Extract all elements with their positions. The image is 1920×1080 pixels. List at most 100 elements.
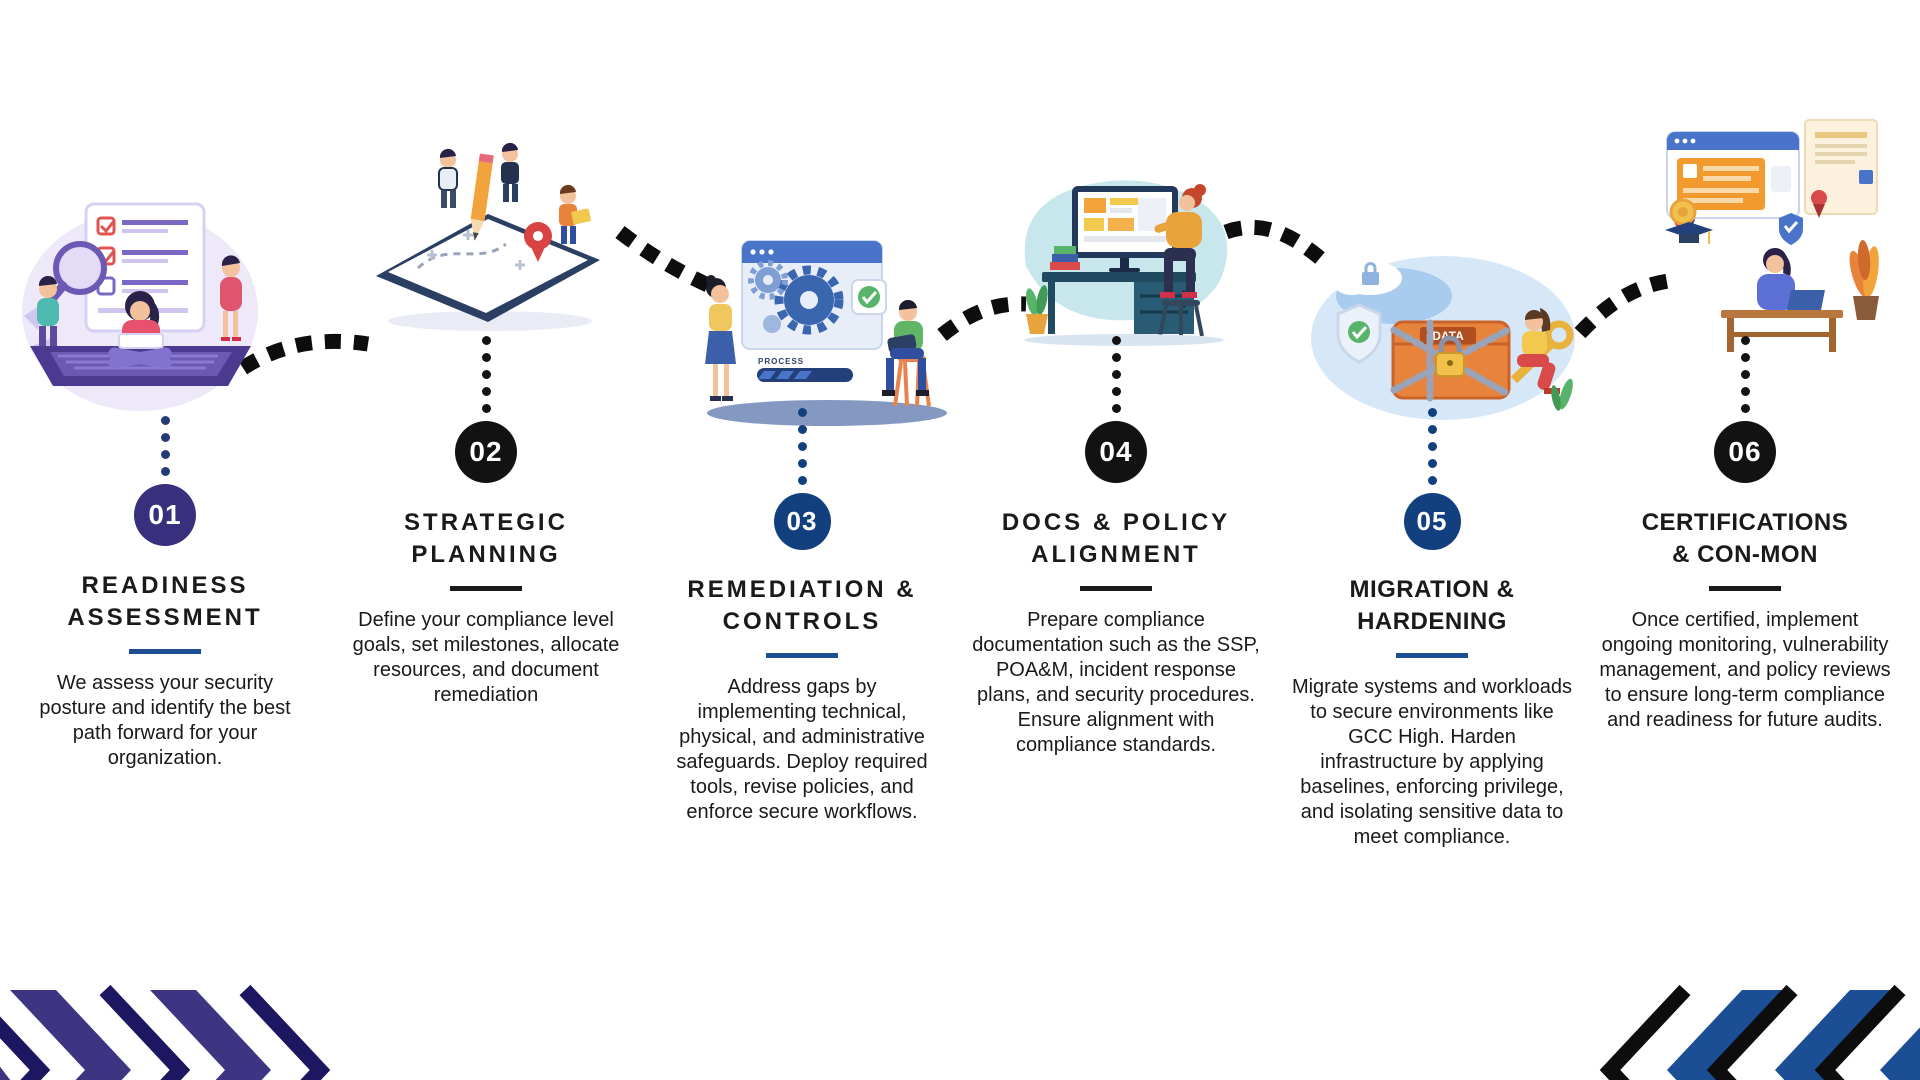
dot [797, 425, 807, 434]
dot [1740, 353, 1750, 362]
dashed-connector-path-4 [1223, 219, 1325, 264]
step-column-4: 04 DOCS & POLICY ALIGNMENT Prepare compl… [956, 336, 1276, 758]
remediation-controls-illustration: PROCESS [705, 240, 947, 426]
step-title: READINESS ASSESSMENT [67, 572, 263, 631]
location-pin-icon [524, 222, 552, 262]
title-underline [129, 648, 201, 654]
step-description: Address gaps by implementing technical, … [676, 675, 928, 823]
dashed-connector-path-2 [615, 226, 718, 295]
dot [1111, 404, 1121, 413]
step-number-badge: 04 [1085, 421, 1147, 483]
dot [797, 459, 807, 468]
step-column-3: 03 REMEDIATION & CONTROLS Address gaps b… [642, 408, 962, 825]
step-title: CERTIFICATIONS & CON-MON [1641, 509, 1849, 568]
dot [1740, 336, 1750, 345]
dot [1427, 425, 1437, 434]
leaves-decoration [1551, 378, 1573, 411]
woman-figure [705, 275, 736, 401]
step-description: Once certified, implement ongoing monito… [1599, 608, 1891, 731]
step-title: MIGRATION & HARDENING [1349, 576, 1515, 635]
man-on-stool-figure [882, 299, 931, 407]
browser-certificate-card [1666, 131, 1800, 219]
step-description: Define your compliance level goals, set … [352, 608, 620, 706]
step-column-1: 01 READINESS ASSESSMENT We assess your s… [5, 416, 325, 771]
laptop-icon [1787, 290, 1825, 310]
route-plus-marks [427, 230, 525, 270]
plant-icon [1849, 240, 1879, 320]
sitting-person [108, 291, 172, 369]
dot [481, 336, 491, 345]
step-number-badge: 06 [1714, 421, 1776, 483]
dot [481, 370, 491, 379]
books-stack-icon [1050, 246, 1080, 270]
chevron-decoration-right [1599, 984, 1920, 1080]
title-underline [1080, 585, 1152, 591]
title-underline [1396, 652, 1468, 658]
dotted-connector-vertical [1740, 336, 1750, 413]
title-underline [450, 585, 522, 591]
step-column-5: 05 MIGRATION & HARDENING Migrate systems… [1272, 408, 1592, 850]
kneeling-woman-figure [1517, 308, 1560, 394]
woman-at-desk-figure [1721, 248, 1843, 352]
readiness-assessment-illustration [22, 202, 258, 411]
folder-icon [571, 208, 591, 225]
dot [1740, 404, 1750, 413]
chevron-decoration-left [0, 984, 331, 1080]
title-underline [766, 652, 838, 658]
dotted-connector-vertical [797, 408, 807, 485]
dot [1740, 370, 1750, 379]
docs-policy-alignment-illustration [1024, 180, 1228, 346]
dot [797, 408, 807, 417]
standing-figure-3 [559, 184, 591, 244]
shield-check-icon [1336, 303, 1382, 364]
plant-icon [1026, 285, 1048, 334]
dot [1111, 370, 1121, 379]
dashed-connector-path-5 [1574, 273, 1670, 339]
dot [797, 476, 807, 485]
monitor-icon [1072, 186, 1178, 272]
dot [481, 353, 491, 362]
step-number-badge: 03 [773, 493, 831, 550]
dot [1111, 387, 1121, 396]
gear-icon-large [774, 265, 844, 335]
route-path [416, 242, 507, 270]
standing-person-left [37, 275, 59, 352]
graduation-cap-icon [1665, 222, 1713, 244]
dot [481, 404, 491, 413]
dot [160, 467, 170, 476]
progress-bar: PROCESS [757, 357, 853, 382]
step-column-6: 06 CERTIFICATIONS & CON-MON Once certifi… [1585, 336, 1905, 733]
dotted-connector-vertical [481, 336, 491, 413]
dot [1427, 459, 1437, 468]
dotted-connector-vertical [1111, 336, 1121, 413]
step-description: We assess your security posture and iden… [39, 671, 291, 769]
dot [797, 442, 807, 451]
dot [1740, 387, 1750, 396]
dotted-connector-vertical [1427, 408, 1437, 485]
dot [160, 416, 170, 425]
step-title: STRATEGIC PLANNING [404, 509, 568, 568]
title-underline [1709, 585, 1781, 591]
cloud-lock-icon [1334, 261, 1402, 295]
migration-hardening-illustration: DATA [1311, 256, 1575, 420]
step-description: Prepare compliance documentation such as… [972, 608, 1260, 756]
standing-person-right [220, 255, 242, 341]
shield-check-small-icon [1779, 213, 1803, 245]
strategic-planning-illustration [376, 142, 600, 331]
certifications-conmon-illustration [1665, 119, 1879, 352]
dot [1111, 336, 1121, 345]
dotted-connector-vertical [160, 416, 170, 476]
certificate-icon [1804, 119, 1878, 218]
step-column-2: 02 STRATEGIC PLANNING Define your compli… [326, 336, 646, 708]
progress-label: PROCESS [758, 357, 804, 366]
dot [1427, 442, 1437, 451]
dot [160, 433, 170, 442]
gear-icon-tiny [763, 315, 781, 333]
gear-icon-small [748, 260, 788, 300]
dot [1111, 353, 1121, 362]
dot [1427, 476, 1437, 485]
step-title: DOCS & POLICY ALIGNMENT [1001, 509, 1231, 568]
dot [1427, 408, 1437, 417]
step-number-badge: 02 [455, 421, 517, 483]
